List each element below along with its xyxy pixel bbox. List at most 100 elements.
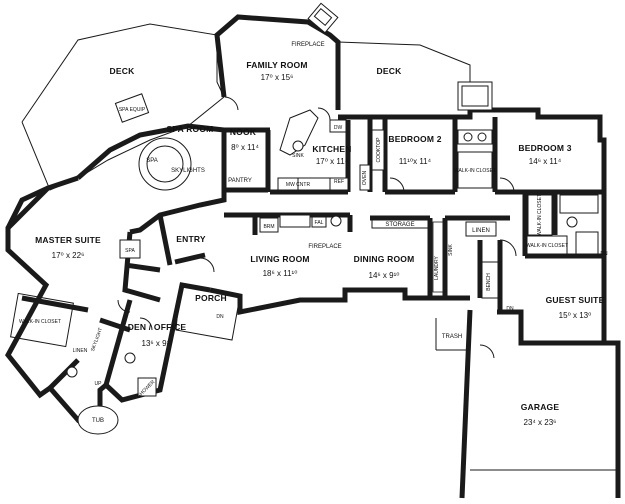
counter-ref (329, 177, 349, 191)
laundry-strip (432, 221, 444, 293)
pantry-label: PANTRY (228, 178, 252, 184)
master-walkin (10, 292, 74, 348)
room-labels: FAMILY ROOM 17⁰ x 15⁶ KITCHEN 17⁰ x 11⁴ … (35, 60, 604, 427)
sink-label: SINK (292, 153, 304, 159)
master-suite-label: MASTER SUITE (35, 235, 101, 245)
garage-label: GARAGE (521, 402, 560, 412)
garage-west-wall (459, 309, 473, 499)
sink-hall-label: SINK (448, 244, 454, 256)
dining-room-label: DINING ROOM (354, 254, 415, 264)
nook-dim: 8⁰ x 11⁴ (231, 143, 259, 152)
dining-room-dim: 14⁶ x 9¹⁰ (369, 271, 400, 280)
bench-label: BENCH (486, 273, 492, 291)
fal-box (311, 214, 327, 228)
bedroom3-dim: 14⁶ x 11⁴ (529, 157, 562, 166)
den-office-label: DEN / OFFICE (128, 322, 187, 332)
tub-label: TUB (92, 418, 104, 424)
walkin-closet-b2-box (457, 151, 493, 189)
laundry-label: LAUNDRY (434, 255, 440, 279)
deck-right-label: DECK (377, 66, 403, 76)
oven-label: OVEN (362, 171, 368, 186)
guest-shower (575, 231, 599, 255)
fixture-labels: FIREPLACE FIREPLACE SPA EQUIP SPA SKYLIG… (19, 42, 608, 424)
spa-small-label: SPA (125, 248, 135, 254)
ref-label: REF (334, 179, 344, 185)
linen-master-label: LINEN (73, 348, 88, 354)
spa-label: SPA (146, 158, 158, 164)
bedroom3-label: BEDROOM 3 (518, 143, 571, 153)
garage-walls (521, 340, 621, 498)
den-office-dim: 13⁶ x 9¹⁰ (142, 339, 173, 348)
fireplace-living-label: FIREPLACE (308, 244, 341, 250)
interior-walls (21, 117, 604, 390)
living-room-label: LIVING ROOM (250, 254, 309, 264)
walkin-b3-label: WALK-IN CLOSET (537, 194, 543, 236)
guest-suite-label: GUEST SUITE (546, 295, 605, 305)
garage-dim: 23⁴ x 23⁶ (524, 418, 557, 427)
brm-label: BRM (263, 224, 274, 230)
walkin-b2-label: WALK-IN CLOSET (454, 168, 496, 174)
kitchen-dim: 17⁰ x 11⁴ (316, 157, 349, 166)
door-swings (117, 96, 517, 359)
cooktop (371, 129, 385, 171)
kitchen-sink-icon (292, 140, 304, 152)
family-room-label: FAMILY ROOM (246, 60, 307, 70)
dn-porch-label: DN (216, 314, 224, 320)
master-spa-small (119, 239, 141, 259)
linen-box (465, 221, 497, 237)
fal-label: FAL (315, 220, 324, 226)
living-room-dim: 18⁶ x 11¹⁰ (263, 269, 298, 278)
cooktop-label: COOKTOP (376, 137, 382, 163)
spa-equip-label: SPA EQUIP (119, 107, 146, 113)
fireplace-top-label: FIREPLACE (291, 42, 324, 48)
north-wall-bedrooms (338, 107, 607, 256)
master-shower (137, 377, 157, 397)
walkin-master-label: WALK-IN CLOSET (19, 319, 61, 325)
south-wall-living (209, 287, 470, 316)
kitchen-island (279, 109, 319, 156)
guest-suite-dim: 15⁰ x 13⁰ (559, 311, 592, 320)
skylights-label: SKYLIGHTS (171, 168, 205, 174)
kitchen-label: KITCHEN (312, 144, 351, 154)
mw-cnt-label: MW CNTR (286, 182, 311, 188)
walkin-guest-label: WALK-IN CLOSET (526, 243, 568, 249)
porch-area (175, 284, 241, 341)
bedroom2-label: BEDROOM 2 (388, 134, 441, 144)
guest-closet (527, 194, 553, 236)
dn-garage-label: DN (506, 306, 514, 312)
nook-label: NOOK (230, 127, 257, 137)
storage-label: STORAGE (385, 222, 414, 228)
tub-icon (77, 405, 119, 435)
bath-tub-inner (461, 85, 489, 107)
bedroom2-dim: 11¹⁰x 11⁴ (399, 157, 432, 166)
fireplace-living (279, 214, 311, 228)
skylight-label: SKYLIGHT (90, 327, 104, 352)
storage-box (371, 217, 429, 229)
dn-guest-label: DN (600, 251, 608, 257)
guest-tub (559, 194, 599, 214)
brm-box (259, 217, 279, 233)
master-suite-west (5, 185, 50, 230)
spa-tub-inner (146, 145, 184, 183)
oven (359, 164, 371, 191)
trash-label: TRASH (442, 334, 462, 340)
master-suite-dim: 17⁰ x 22⁶ (52, 251, 85, 260)
guest-walkin (526, 235, 568, 255)
counter-dw (329, 119, 347, 133)
porch-label: PORCH (195, 293, 227, 303)
master-bath-walls (5, 175, 108, 424)
bath-vanity (457, 129, 493, 145)
bench-box (481, 261, 499, 299)
family-room-dim: 17⁰ x 15⁶ (261, 73, 294, 82)
spa-equip-box (114, 93, 150, 123)
dw-label: DW (334, 125, 343, 131)
linen-label: LINEN (472, 228, 490, 234)
right-deck-outline (337, 41, 471, 110)
up-label: UP (95, 381, 103, 387)
spa-room-walls (76, 123, 227, 235)
spa-room-label: SPA ROOM (167, 124, 214, 134)
entry-label: ENTRY (176, 234, 206, 244)
exterior-walls (5, 14, 621, 499)
fireplace-top (307, 2, 339, 34)
